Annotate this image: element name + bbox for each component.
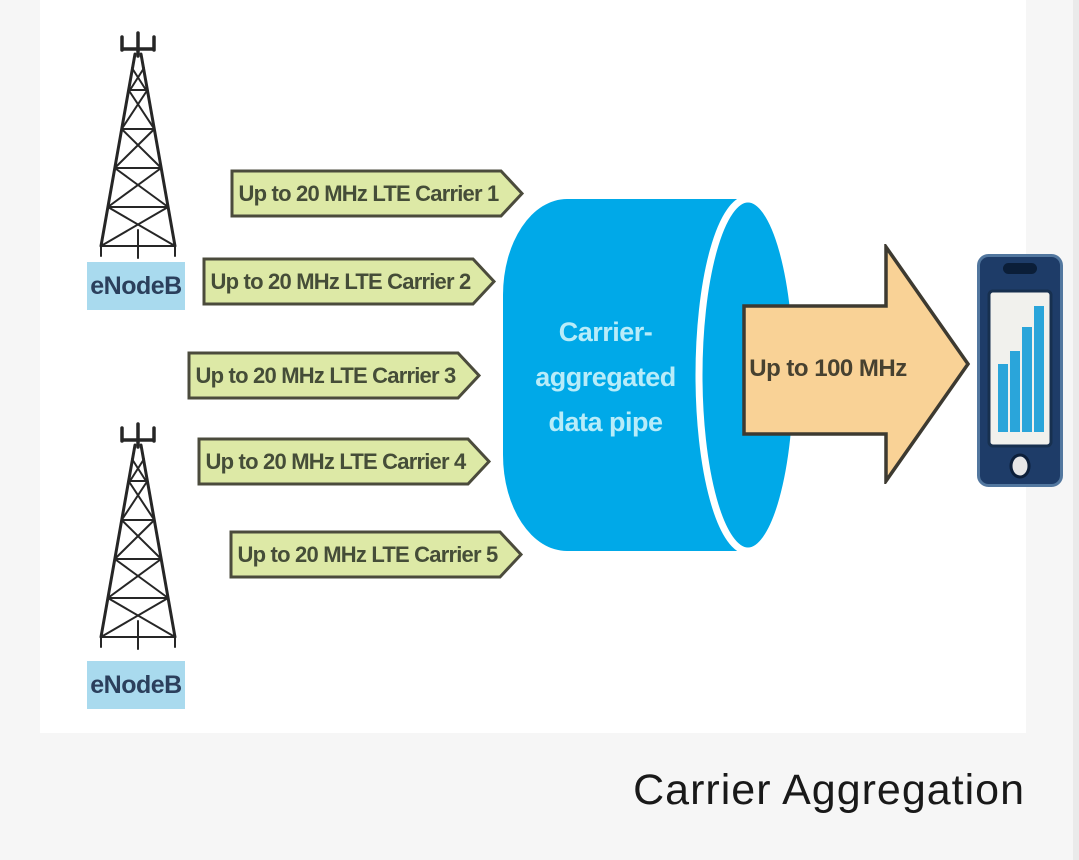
- carrier-banner-3: Up to 20 MHz LTE Carrier 3: [187, 351, 482, 400]
- data-pipe-label: Carrier- aggregated data pipe: [503, 310, 708, 445]
- cylinder-shape: [503, 196, 801, 555]
- smartphone-icon: [977, 254, 1063, 487]
- cell-tower-icon: [99, 31, 177, 259]
- enodeb-label: eNodeB: [87, 661, 185, 709]
- enodeb-label: eNodeB: [87, 262, 185, 310]
- carrier-banner-5: Up to 20 MHz LTE Carrier 5: [229, 530, 524, 579]
- carrier-arrow-shape: [202, 257, 497, 306]
- carrier-arrow-shape: [187, 351, 482, 400]
- caption: Carrier Aggregation: [633, 766, 1025, 814]
- data-pipe-label-line: aggregated: [535, 362, 676, 392]
- cell-tower-icon: [99, 422, 177, 650]
- carrier-banner-4: Up to 20 MHz LTE Carrier 4: [197, 437, 492, 486]
- data-pipe-label-line: Carrier-: [558, 317, 653, 347]
- carrier-banner-text: Up to 20 MHz LTE Carrier 3: [195, 362, 457, 388]
- carrier-arrow-shape: [230, 169, 525, 218]
- data-pipe-cylinder: Carrier- aggregated data pipe: [499, 196, 819, 556]
- diagram-panel: eNodeB eNodeB Up to 20 MHz LTE Carrier 1…: [40, 0, 1063, 733]
- carrier-banner-text: Up to 20 MHz LTE Carrier 4: [205, 448, 467, 474]
- bandwidth-arrow: Up to 100 MHz: [742, 244, 971, 484]
- phone-home-button: [1009, 453, 1031, 479]
- carrier-banner-text: Up to 20 MHz LTE Carrier 1: [238, 180, 500, 206]
- carrier-banner-1: Up to 20 MHz LTE Carrier 1: [230, 169, 525, 218]
- phone-speaker: [1003, 263, 1037, 274]
- carrier-banner-2: Up to 20 MHz LTE Carrier 2: [202, 257, 497, 306]
- carrier-banner-text: Up to 20 MHz LTE Carrier 5: [237, 541, 499, 567]
- bandwidth-label: Up to 100 MHz: [749, 355, 907, 382]
- carrier-banner-text: Up to 20 MHz LTE Carrier 2: [210, 268, 472, 294]
- signal-bars-icon: [998, 306, 1044, 432]
- right-edge-strip: [1073, 0, 1079, 860]
- carrier-arrow-shape: [197, 437, 492, 486]
- carrier-arrow-shape: [229, 530, 524, 579]
- data-pipe-label-line: data pipe: [548, 407, 663, 437]
- right-arrow-shape: [742, 244, 971, 484]
